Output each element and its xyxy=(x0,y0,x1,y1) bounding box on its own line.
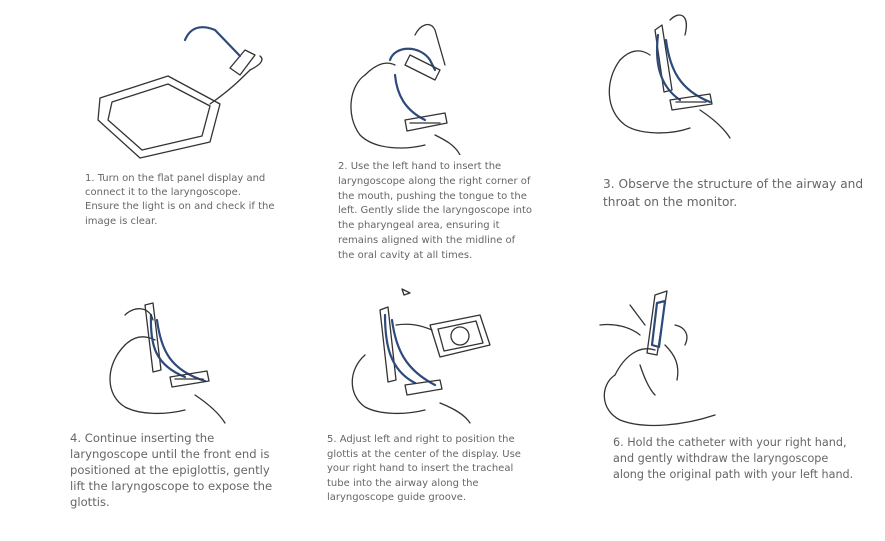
instruction-line: 2. Use the left hand to insert the xyxy=(338,161,502,172)
step-2-text: 2. Use the left hand to insert the laryng… xyxy=(338,160,532,264)
instruction-line: throat on the monitor. xyxy=(603,195,738,209)
insert-tracheal-tube-illustration xyxy=(351,288,491,424)
instruction-line: the oral cavity at all times. xyxy=(338,249,473,261)
instruction-line: 4. Continue inserting the xyxy=(70,431,215,445)
instruction-line: lift the laryngoscope to expose the xyxy=(70,479,273,493)
step-5-text: 5. Adjust left and right to position the… xyxy=(327,433,521,506)
step-6-text: 6. Hold the catheter with your right han… xyxy=(613,435,853,483)
instruction-line: remains aligned with the midline of xyxy=(338,234,516,246)
instruction-line: and gently withdraw the laryngoscope xyxy=(613,452,829,465)
instruction-line: left. Gently slide the laryngoscope into xyxy=(338,205,533,217)
display-and-laryngoscope-illustration xyxy=(97,26,263,159)
instruction-line: 5. Adjust left and right to position the xyxy=(327,434,515,445)
instruction-line: along the original path with your left h… xyxy=(613,468,854,481)
withdraw-laryngoscope-illustration xyxy=(599,290,716,427)
step-1-text: 1. Turn on the flat panel display and con… xyxy=(85,172,275,229)
instruction-line: the mouth, pushing the tongue to the xyxy=(338,190,527,202)
instruction-line: your right hand to insert the tracheal xyxy=(327,463,514,475)
insert-laryngoscope-illustration xyxy=(350,23,461,155)
instruction-line: laryngoscope until the front end is xyxy=(70,447,270,461)
instruction-line: the pharyngeal area, ensuring it xyxy=(338,220,500,232)
instruction-line: connect it to the laryngoscope. xyxy=(85,187,241,199)
expose-glottis-illustration xyxy=(109,302,226,424)
instruction-line: laryngoscope along the right corner of xyxy=(338,175,531,187)
instruction-line: glottis. xyxy=(70,495,110,509)
instruction-line: 6. Hold the catheter with your right han… xyxy=(613,436,847,449)
instruction-line: image is clear. xyxy=(85,215,158,227)
instruction-line: tube into the airway along the xyxy=(327,477,479,489)
step-3-text: 3. Observe the structure of the airway a… xyxy=(603,175,863,211)
instruction-line: 3. Observe the structure of the airway a… xyxy=(603,177,864,191)
step-4-text: 4. Continue inserting the laryngoscope un… xyxy=(70,430,272,510)
instruction-line: Ensure the light is on and check if the xyxy=(85,201,275,213)
instruction-line: positioned at the epiglottis, gently xyxy=(70,463,270,477)
instruction-line: laryngoscope guide groove. xyxy=(327,492,467,504)
observe-airway-illustration xyxy=(608,14,731,139)
instruction-line: glottis at the center of the display. Us… xyxy=(327,448,521,460)
instruction-line: 1. Turn on the flat panel display and xyxy=(85,173,266,184)
